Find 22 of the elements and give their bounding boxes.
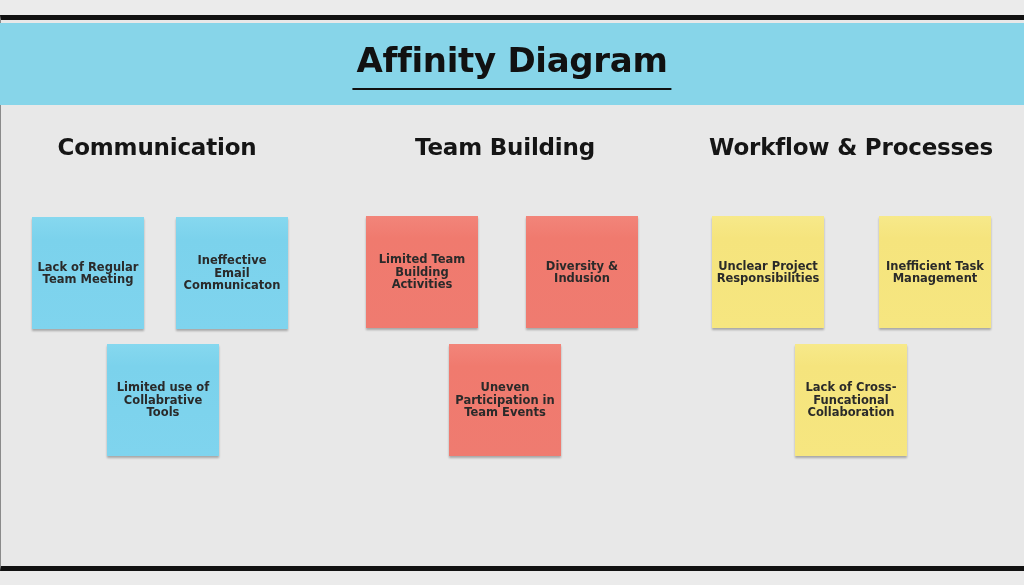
group-heading: Workflow & Processes [709,133,993,161]
diagram-title: Affinity Diagram [352,40,672,90]
sticky-note [32,217,144,329]
sticky-note [107,344,219,456]
sticky-note [526,216,638,328]
note-text: Limited Team Building Activities [377,253,467,291]
note-text: Diversity & Indusion [544,259,620,285]
sticky-note [176,217,288,329]
note-text: Uneven Participation in Team Events [454,381,556,419]
note-text: Lack of Regular Team Meeting [36,260,140,286]
sticky-note [449,344,561,456]
note-text: Limited use of Collabrative Tools [115,381,211,419]
note-text: Lack of Cross-Funcational Collaboration [804,381,898,419]
sticky-note [879,216,991,328]
note-text: Unclear Project Responsibilities [716,259,820,285]
sticky-note [795,344,907,456]
note-text: Inefficient Task Management [885,259,985,285]
sticky-note [712,216,824,328]
group-heading: Team Building [415,133,595,161]
group-heading: Communication [57,133,257,161]
sticky-note [366,216,478,328]
note-text: Ineffective Email Communicaton [182,254,282,292]
